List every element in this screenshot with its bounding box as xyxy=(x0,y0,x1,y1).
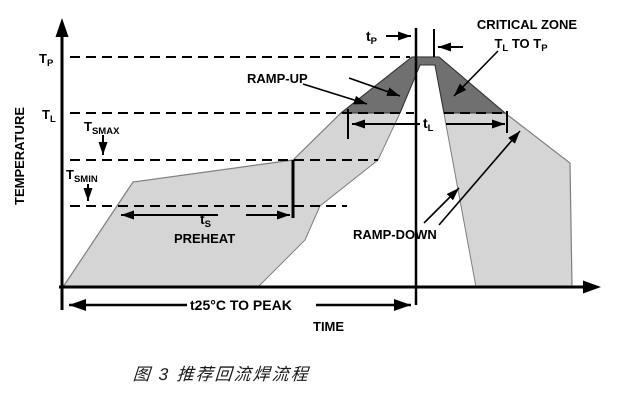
figure-caption: 图 3 推荐回流焊流程 xyxy=(132,365,311,384)
ramp-down-arrow-2 xyxy=(438,130,521,226)
ramp-up-arrow-1 xyxy=(302,83,368,105)
ramp-up-label: RAMP-UP xyxy=(247,71,308,86)
profile-band xyxy=(61,56,573,288)
reference-lines xyxy=(291,28,508,305)
y-axis-arrowhead xyxy=(55,18,69,37)
tl-axis-label: TL xyxy=(42,107,56,125)
tp-axis-label: TP xyxy=(39,51,54,69)
x-axis-title: TIME xyxy=(313,319,344,334)
critical-zone-label-line2: TL TO TP xyxy=(494,36,548,54)
axes xyxy=(55,18,601,310)
ts-time-label: tS xyxy=(200,211,211,230)
ramp-down-arrow-1 xyxy=(423,187,460,224)
critical-zone-label-line1: CRITICAL ZONE xyxy=(477,17,577,32)
dashed-level-lines xyxy=(70,56,505,207)
tsmax-label: TSMAX xyxy=(84,119,120,137)
critical-zone-pointer-arrow xyxy=(453,50,499,97)
ramp-up-arrow-2 xyxy=(348,77,401,97)
band-inner-notch xyxy=(256,64,477,288)
t25-to-peak-label: t25°C TO PEAK xyxy=(190,297,292,313)
preheat-label: PREHEAT xyxy=(174,231,235,246)
tsmin-label: TSMIN xyxy=(66,167,98,185)
reflow-profile-diagram: TP TL TSMAX TSMIN tP tL tS CRITICAL ZONE… xyxy=(12,17,601,334)
x-axis-arrowhead xyxy=(583,280,601,294)
tp-time-label: tP xyxy=(366,28,378,47)
annotation-arrows xyxy=(69,31,521,311)
ramp-down-label: RAMP-DOWN xyxy=(353,227,437,242)
diagram-text: TP TL TSMAX TSMIN tP tL tS CRITICAL ZONE… xyxy=(12,17,577,334)
tl-time-label: tL xyxy=(423,115,434,134)
y-axis-title: TEMPERATURE xyxy=(12,107,27,205)
